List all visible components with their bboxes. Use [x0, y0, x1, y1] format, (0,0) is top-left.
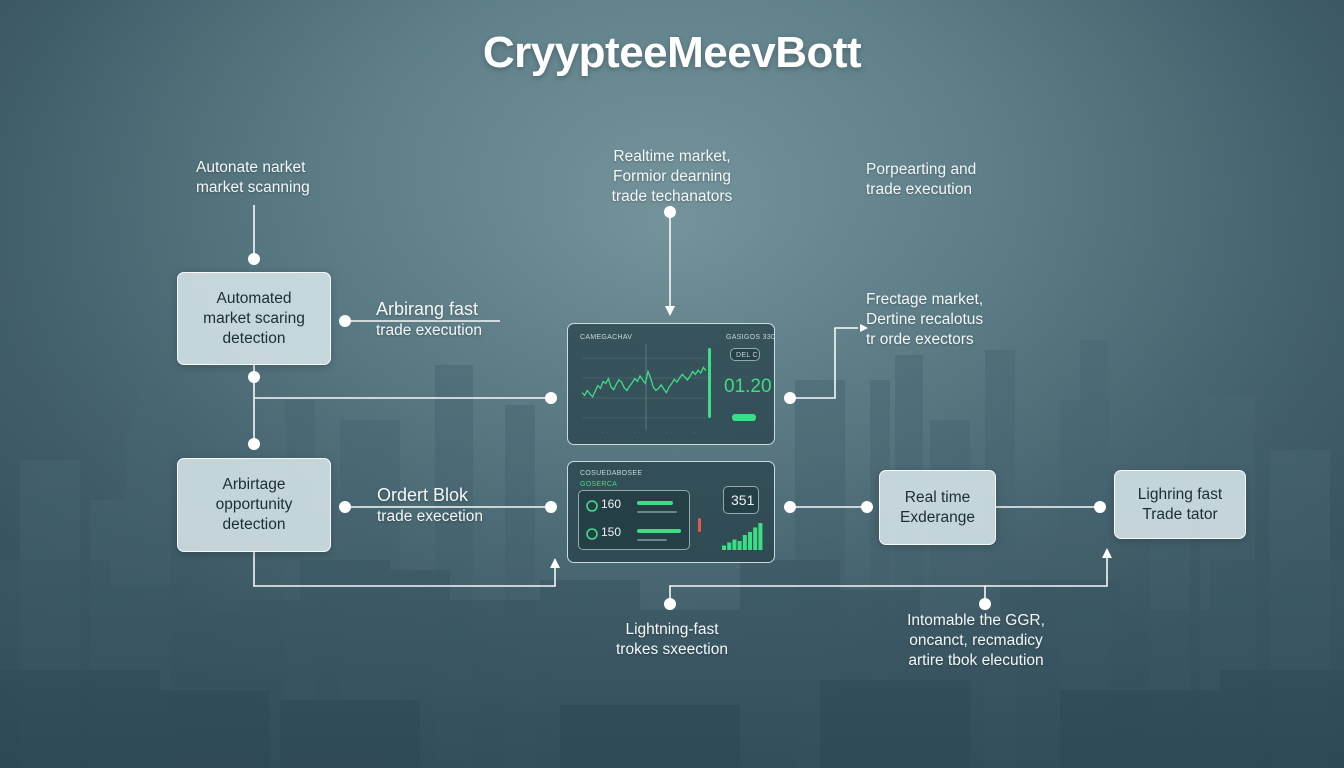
box-line: Arbirtage [222, 476, 286, 493]
box-lighring-fast-trade[interactable]: Lighring fast Trade tator [1114, 470, 1246, 539]
box-line: Trade tator [1142, 505, 1218, 523]
panel-value: 01.20 [724, 376, 772, 397]
label-line: Intomable the GGR, [907, 612, 1045, 629]
box-line: Exderange [900, 508, 975, 526]
price-series-line [581, 366, 707, 398]
volume-bar [722, 545, 726, 550]
order-rows-card: 160 150 [578, 490, 690, 550]
label-line: Formior dearning [612, 168, 732, 185]
box-automated-market-scanning[interactable]: Automated market scaring detection [177, 272, 331, 365]
label-line: Ordert Blok [377, 485, 469, 505]
box-line: Automated [216, 289, 292, 307]
volume-bar [742, 535, 747, 550]
label-line: oncanct, recmadicy [909, 632, 1043, 649]
label-order-block: Ordert Blok trade execetion [377, 483, 483, 527]
order-row-2-value: 150 [601, 525, 622, 539]
order-row-1-value: 160 [601, 497, 622, 511]
volume-bar [732, 539, 737, 550]
value-card-number: 351 [731, 492, 755, 508]
label-line: Lightning-fast [625, 621, 719, 638]
panel-header-sub: GOSERCA [580, 481, 618, 488]
connector-bottom-center [669, 585, 986, 604]
box-arbitrage-opportunity[interactable]: Arbirtage opportunity detection [177, 458, 331, 552]
svg-text:·: · [666, 430, 668, 436]
label-line: trokes sxeection [616, 641, 728, 658]
label-intomable: Intomable the GGR, oncanct, recmadicy ar… [907, 611, 1045, 671]
label-line: Dertine recalotus [866, 311, 984, 328]
box-line: detection [222, 516, 286, 533]
box-line: Lighring fast [1137, 485, 1223, 503]
label-line: trade techanators [611, 188, 733, 205]
chip-label: DEL C [736, 352, 758, 359]
order-row-1-bar [637, 501, 673, 505]
price-chart: · · · · [581, 344, 707, 436]
label-arbitrage-fast: Arbirang fast trade execution [376, 297, 482, 341]
box-real-time-exchange[interactable]: Real time Exderange [879, 470, 996, 545]
sell-indicator [698, 518, 701, 532]
svg-text:·: · [694, 430, 696, 436]
label-line: Arbirang fast [376, 299, 479, 319]
dashboard-panel-chart[interactable]: CAMEGACHAV GASIGOS 330 · · · · DEL C 01.20 [567, 323, 775, 445]
svg-text:·: · [602, 430, 604, 436]
panel-header-left: CAMEGACHAV [580, 334, 633, 341]
box-line: detection [222, 329, 286, 347]
label-line: Realtime market, [613, 148, 731, 165]
order-row-1-sub [637, 511, 677, 513]
box-line: market scaring [203, 309, 305, 327]
volume-bar [758, 523, 763, 550]
label-line: Autonate narket [196, 159, 306, 176]
connector-bottom-right [985, 553, 1108, 587]
label-lightning-fast-bottom: Lightning-fast trokes sxeection [616, 620, 728, 660]
box-line: Real time [904, 488, 971, 506]
volume-bars [722, 523, 763, 550]
label-line: market scanning [196, 179, 310, 196]
chip: DEL C [730, 348, 760, 361]
svg-text:·: · [634, 430, 636, 436]
label-line: Porpearting and [866, 161, 977, 178]
label-line: Frectage market, [866, 291, 984, 308]
order-row-2-sub [637, 539, 667, 541]
connector-frectage [790, 327, 858, 399]
order-down-icon [586, 528, 598, 540]
status-pill [732, 414, 756, 421]
connector-bottom-left-loop [253, 552, 556, 587]
label-line: trade execution [376, 322, 482, 339]
label-frectage-market: Frectage market, Dertine recalotus tr or… [866, 290, 983, 350]
order-row-2-bar [637, 529, 681, 533]
label-automate-market: Autonate narket market scanning [196, 158, 310, 198]
level-indicator [708, 348, 711, 418]
label-porpearting: Porpearting and trade execution [866, 160, 976, 200]
label-realtime-market: Realtime market, Formior dearning trade … [612, 147, 733, 207]
order-up-icon [586, 500, 598, 512]
label-line: trade execetion [377, 508, 483, 525]
diagram-title: CryypteeMeevBott [482, 28, 862, 77]
volume-bar [727, 542, 732, 550]
dashboard-panel-orderbook[interactable]: COSUEDABOSEE GOSERCA 160 150 351 [567, 461, 775, 563]
box-line: opportunity [215, 496, 293, 513]
panel-header-right: GASIGOS 330 [726, 334, 776, 341]
volume-bar [737, 541, 742, 550]
label-line: trade execution [866, 181, 972, 198]
volume-bar [753, 527, 758, 550]
volume-bar [748, 532, 752, 550]
value-card: 351 [723, 486, 759, 514]
label-line: tr orde exectors [866, 331, 974, 348]
label-line: artire tbok elecution [908, 652, 1044, 669]
panel-header-left: COSUEDABOSEE [580, 470, 643, 477]
